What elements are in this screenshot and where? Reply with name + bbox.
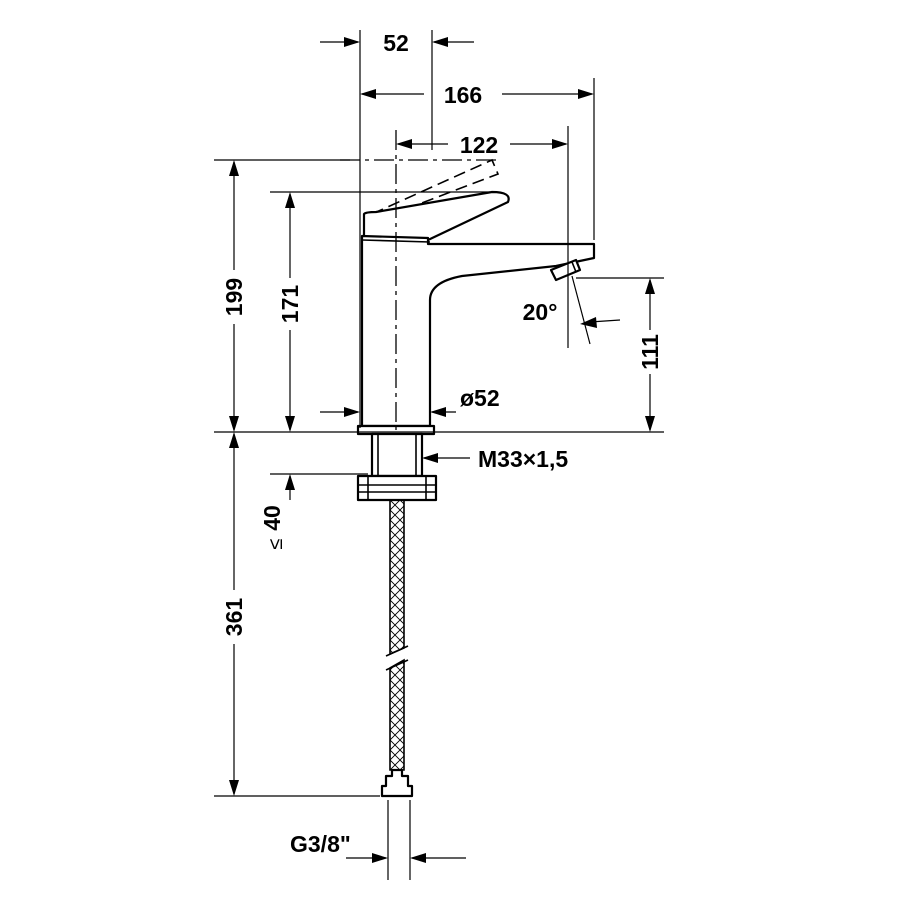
faucet-outline bbox=[356, 158, 596, 502]
dim-spout-height: 111 bbox=[637, 334, 663, 370]
dim-hose-connection: G3/8" bbox=[290, 831, 351, 857]
dim-spout-projection: 122 bbox=[460, 132, 498, 158]
lever bbox=[362, 190, 510, 242]
dim-hose-length: 361 bbox=[221, 598, 247, 637]
dim-overall-height: 199 bbox=[221, 278, 247, 316]
hose-upper bbox=[389, 499, 405, 656]
dimension-labels: 52 166 122 20° ø52 M33×1,5 G3/8" 199 171… bbox=[221, 30, 663, 857]
hose-lower bbox=[389, 658, 405, 771]
faucet-body bbox=[360, 234, 596, 428]
dim-max-thickness-symbol: ≤ bbox=[265, 538, 287, 549]
dim-overall-width: 166 bbox=[444, 82, 482, 108]
threaded-shank bbox=[370, 432, 424, 478]
dim-thread: M33×1,5 bbox=[478, 446, 568, 472]
dim-max-thickness: 40 bbox=[259, 505, 285, 531]
extension-lines bbox=[214, 30, 664, 880]
dimension-lines bbox=[229, 37, 655, 863]
dim-spout-angle: 20° bbox=[523, 299, 558, 325]
flexible-hose bbox=[380, 499, 414, 798]
fixing-nut bbox=[356, 474, 438, 502]
dim-lever-height: 171 bbox=[277, 285, 303, 324]
dim-top-width: 52 bbox=[383, 30, 409, 56]
dim-body-diameter: ø52 bbox=[460, 385, 500, 411]
hose-connector bbox=[380, 768, 414, 798]
